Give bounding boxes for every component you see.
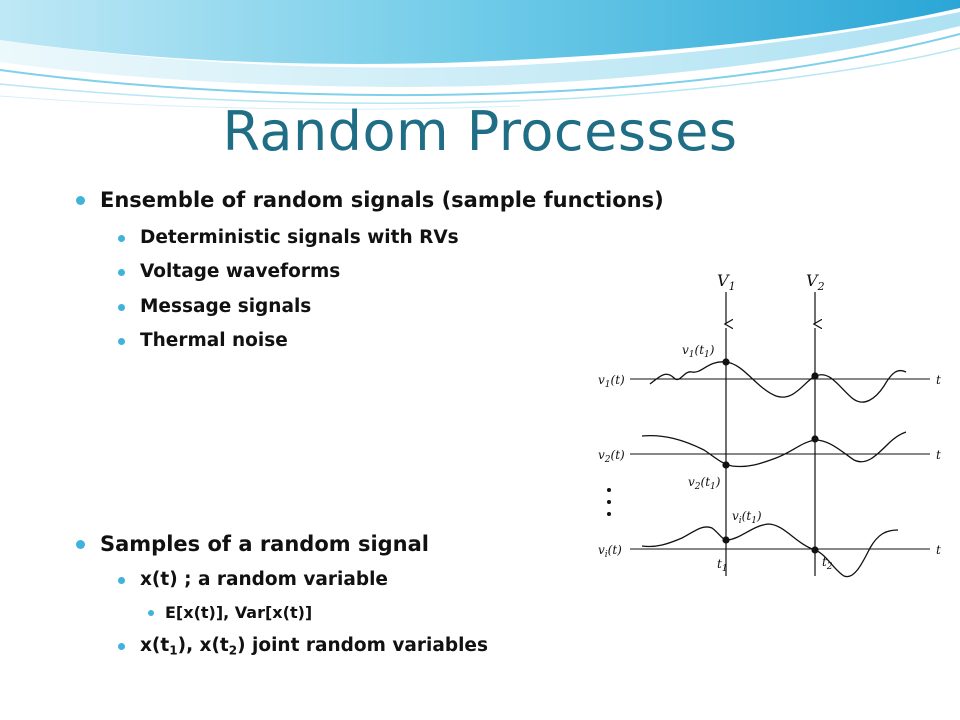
ensemble-figure: V1 V2 t t t v1(t1) v2(t1) vi(t1) v1(t) v… bbox=[572, 258, 942, 610]
ellipsis-dot bbox=[607, 512, 611, 516]
sample-point-5 bbox=[722, 536, 730, 544]
bullet-dot bbox=[118, 235, 125, 242]
header-banner bbox=[0, 0, 960, 110]
sample-point-3 bbox=[722, 461, 730, 469]
sample-point-2 bbox=[811, 372, 819, 380]
label-v2-t1: v2(t1) bbox=[688, 475, 721, 492]
waveform-2 bbox=[641, 431, 907, 468]
bullet-dot bbox=[76, 196, 85, 205]
axis-t-1: t bbox=[936, 373, 941, 387]
bullet-samples: Samples of a random signal bbox=[76, 532, 429, 556]
row-label-3: vi(t) bbox=[598, 543, 622, 560]
label-vi-t1: vi(t1) bbox=[732, 509, 762, 526]
bullet-dot bbox=[118, 338, 125, 345]
ellipsis-dot bbox=[607, 488, 611, 492]
bullet-xt: x(t) ; a random variable bbox=[118, 569, 388, 590]
bullet-deterministic: Deterministic signals with RVs bbox=[118, 227, 459, 248]
sample-point-4 bbox=[811, 435, 819, 443]
bullet-voltage: Voltage waveforms bbox=[118, 261, 340, 282]
page-title: Random Processes bbox=[222, 100, 738, 163]
bullet-dot bbox=[118, 269, 125, 276]
bullet-joint: x(t1), x(t2) joint random variables bbox=[118, 635, 488, 658]
row-label-2: v2(t) bbox=[598, 448, 625, 465]
axis-t-3: t bbox=[936, 543, 941, 557]
sample-point-6 bbox=[811, 546, 819, 554]
sample-point-1 bbox=[722, 358, 730, 366]
marker-v2: V2 bbox=[806, 271, 825, 293]
bullet-message: Message signals bbox=[118, 296, 311, 317]
waveform-1 bbox=[649, 361, 907, 403]
bullet-dot bbox=[118, 577, 125, 584]
bullet-expectation: E[x(t)], Var[x(t)] bbox=[148, 603, 312, 622]
bullet-dot bbox=[76, 540, 85, 549]
bullet-thermal: Thermal noise bbox=[118, 330, 288, 351]
marker-v1: V1 bbox=[717, 271, 736, 293]
bullet-ensemble: Ensemble of random signals (sample funct… bbox=[76, 188, 664, 212]
bullet-dot bbox=[118, 643, 125, 650]
time-label-t1: t1 bbox=[717, 557, 728, 574]
bullet-dot bbox=[148, 610, 154, 616]
axis-t-2: t bbox=[936, 448, 941, 462]
bullet-dot bbox=[118, 304, 125, 311]
row-label-1: v1(t) bbox=[598, 373, 625, 390]
waveform-3 bbox=[641, 523, 899, 578]
time-label-t2: t2 bbox=[822, 555, 833, 572]
label-v1-t1: v1(t1) bbox=[682, 343, 715, 360]
ellipsis-dot bbox=[607, 500, 611, 504]
